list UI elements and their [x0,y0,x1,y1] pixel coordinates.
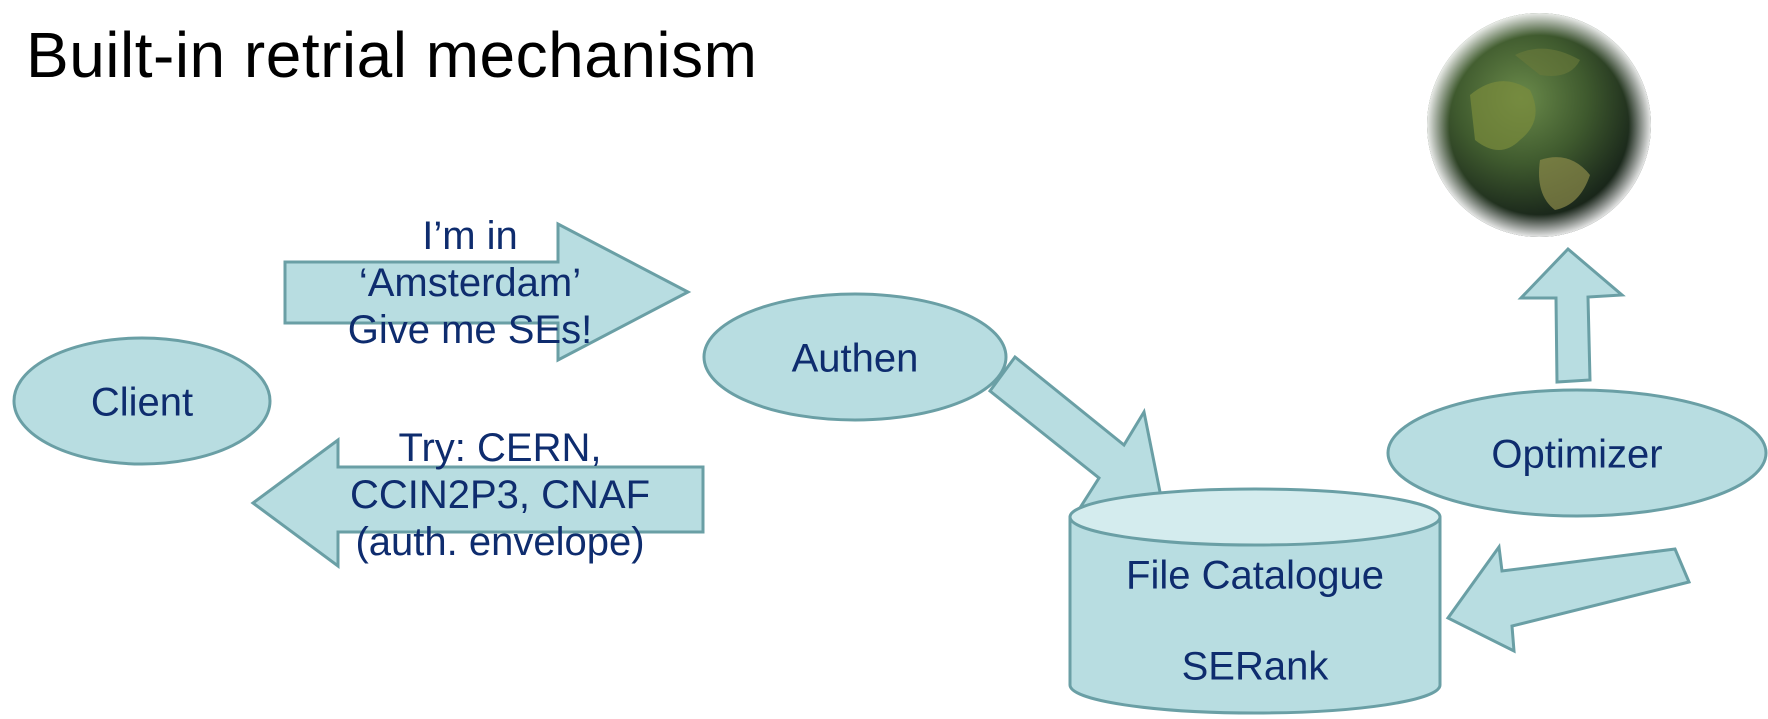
globe-image [1427,13,1651,237]
reply-line-3: (auth. envelope) [355,520,645,564]
authen-label: Authen [791,336,919,381]
file-catalogue-label: File Catalogue [1126,553,1384,598]
request-arrow [283,221,692,363]
slide-title: Built-in retrial mechanism [26,19,758,91]
reply-line-1: Try: CERN, [398,426,602,470]
serank-label: SERank [1181,644,1329,689]
optimizer-label: Optimizer [1491,432,1663,477]
client-label: Client [90,380,194,425]
reply-arrow [250,437,705,569]
request-line-2: ‘Amsterdam’ [358,261,582,305]
request-line-1: I’m in [422,214,518,258]
file-catalogue-node [1068,487,1442,715]
request-message: I’m in ‘Amsterdam’ Give me SEs! [270,213,670,354]
reply-line-2: CCIN2P3, CNAF [349,473,651,517]
client-node [12,336,272,466]
optimizer-to-globe-arrow [1517,246,1626,384]
authen-node [702,292,1008,422]
request-line-3: Give me SEs! [347,308,593,352]
optimizer-node [1386,388,1768,518]
authen-to-catalogue-arrow [987,354,1165,513]
optimizer-to-catalogue-arrow [1445,543,1692,654]
reply-message: Try: CERN, CCIN2P3, CNAF (auth. envelope… [300,425,700,566]
